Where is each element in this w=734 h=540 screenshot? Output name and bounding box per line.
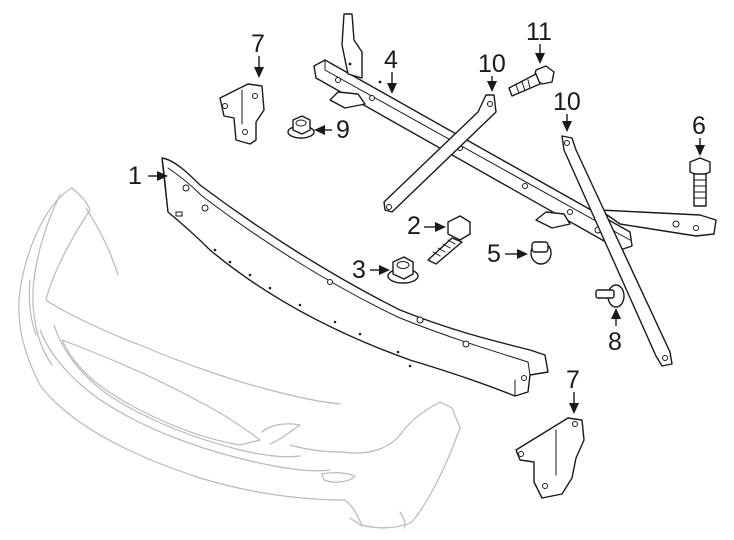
callout-label: 11 <box>526 18 552 46</box>
bumper-cover[interactable] <box>18 187 461 529</box>
bolt-2[interactable] <box>427 215 471 265</box>
callout-7-top: 7 <box>251 30 265 78</box>
callout-6: 6 <box>692 112 706 156</box>
bolt-6[interactable] <box>689 157 711 207</box>
bracket-top[interactable] <box>219 83 265 145</box>
callout-10-left: 10 <box>478 50 506 92</box>
callout-label: 7 <box>566 366 580 394</box>
callout-2: 2 <box>407 212 446 240</box>
callout-label: 2 <box>407 212 421 240</box>
callout-4: 4 <box>384 46 398 94</box>
callout-label: 5 <box>487 240 501 268</box>
flange-nut-3[interactable] <box>387 256 419 284</box>
impact-bar[interactable] <box>161 157 549 397</box>
callout-11: 11 <box>526 18 552 64</box>
callout-label: 4 <box>384 46 398 74</box>
callout-label: 3 <box>352 256 366 284</box>
callout-3: 3 <box>352 256 390 284</box>
callout-9: 9 <box>314 116 350 144</box>
callout-7-bottom: 7 <box>566 366 580 414</box>
flange-nut-9[interactable] <box>287 115 315 139</box>
callout-label: 6 <box>692 112 706 140</box>
support-bar[interactable] <box>313 13 717 251</box>
callout-10-right: 10 <box>553 88 581 132</box>
brace-rod-right[interactable] <box>561 135 673 367</box>
clip-5[interactable] <box>530 241 552 265</box>
brace-rod-left[interactable] <box>383 94 497 213</box>
bolt-11[interactable] <box>508 65 555 97</box>
callout-label: 8 <box>608 328 622 356</box>
callout-1: 1 <box>128 162 168 190</box>
callout-label: 7 <box>251 30 265 58</box>
callout-5: 5 <box>487 240 528 268</box>
callout-8: 8 <box>608 308 622 356</box>
callout-label: 10 <box>553 88 581 116</box>
callout-label: 1 <box>128 162 142 190</box>
push-pin-8[interactable] <box>595 284 625 308</box>
callout-label: 9 <box>336 116 350 144</box>
callout-label: 10 <box>478 50 506 78</box>
bracket-bottom[interactable] <box>515 417 585 499</box>
